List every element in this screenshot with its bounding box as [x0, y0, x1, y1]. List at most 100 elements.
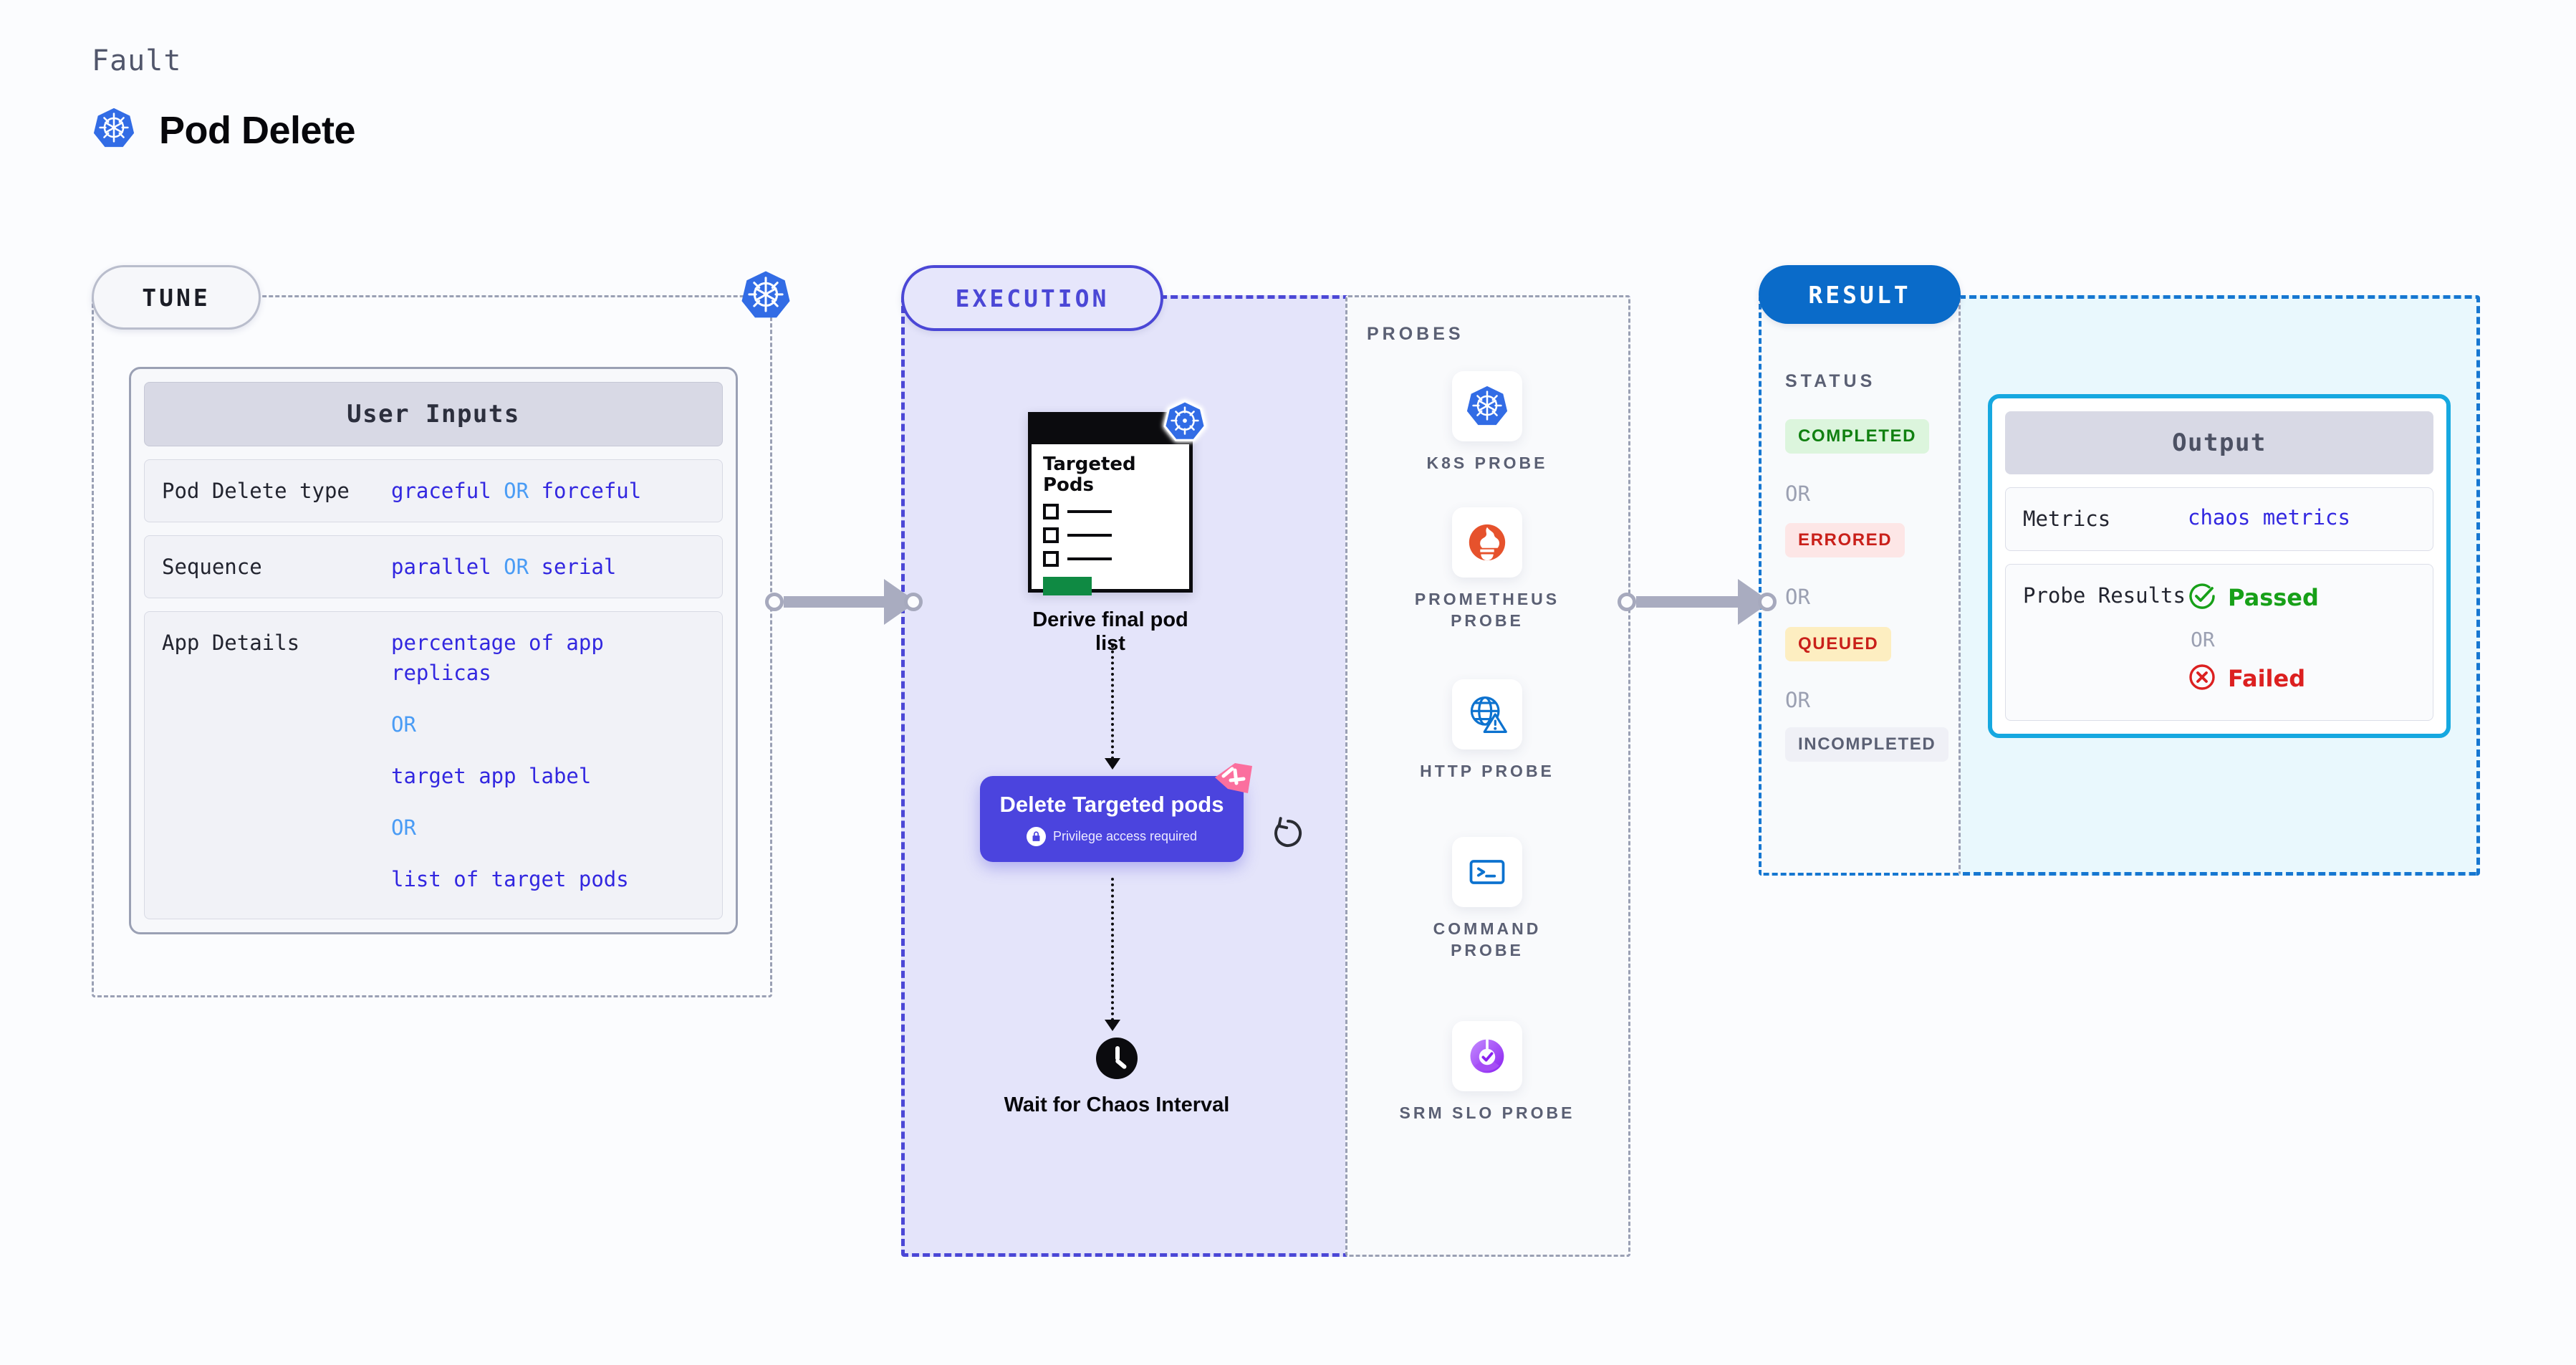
kubernetes-icon	[92, 106, 136, 154]
row-value: Passed OR Failed	[2188, 582, 2319, 694]
status-badge: COMPLETED	[1785, 419, 1930, 454]
list-line	[1067, 557, 1112, 561]
checkbox-icon	[1043, 504, 1059, 520]
probe-item-prometheus[interactable]: PROMETHEUS PROBE	[1394, 507, 1580, 632]
retry-loop-icon	[1272, 817, 1304, 850]
value-option: parallel	[391, 555, 491, 580]
litmus-chaos-icon	[1213, 762, 1254, 798]
row-key: App Details	[162, 631, 300, 656]
delete-node-subtitle-row: Privilege access required	[1026, 826, 1198, 846]
value-separator: OR	[504, 555, 529, 580]
status-badge: QUEUED	[1785, 627, 1892, 661]
value-separator: OR	[391, 815, 416, 840]
execution-section-pill[interactable]: EXECUTION	[901, 265, 1163, 331]
delete-node-title: Delete Targeted pods	[999, 792, 1224, 818]
wait-for-chaos-interval-label: Wait for Chaos Interval	[1004, 1093, 1230, 1116]
kubernetes-icon	[1163, 399, 1207, 444]
probe-item-http[interactable]: HTTP PROBE	[1394, 679, 1580, 782]
clock-hand-hour	[1115, 1058, 1128, 1070]
card-titlebar	[1032, 416, 1189, 444]
list-item	[1043, 527, 1178, 544]
probe-item-command[interactable]: COMMAND PROBE	[1394, 837, 1580, 962]
table-row: Sequence parallel OR serial	[144, 535, 723, 599]
list-line	[1067, 534, 1112, 537]
result-section-pill[interactable]: RESULT	[1759, 265, 1961, 324]
user-inputs-heading: User Inputs	[144, 382, 723, 446]
row-values: graceful OR forceful	[391, 476, 641, 506]
probe-item-srm-slo[interactable]: SRM SLO PROBE	[1394, 1021, 1580, 1124]
srm-slo-donut-icon	[1452, 1021, 1522, 1091]
flow-arrow-head	[1105, 758, 1120, 770]
connector-line	[784, 596, 885, 608]
table-row-metrics: Metrics chaos metrics	[2005, 487, 2433, 552]
row-key: Pod Delete type	[162, 479, 350, 503]
page-header: Fault	[92, 44, 356, 154]
value-option: target app label	[391, 764, 592, 789]
result-status-frame	[1759, 295, 1961, 876]
delete-targeted-pods-node[interactable]: Delete Targeted pods Privilege access re…	[980, 763, 1252, 862]
table-row-probe-results: Probe Results Passed OR	[2005, 564, 2433, 722]
connector-line	[1636, 596, 1739, 608]
row-key: Probe Results	[2023, 583, 2186, 608]
table-row-app-details: App Details percentage of app replicas O…	[144, 611, 723, 920]
output-heading: Output	[2005, 411, 2433, 474]
fault-title-row: Pod Delete	[92, 106, 356, 154]
connector-start-dot	[1618, 593, 1636, 611]
status-badge: ERRORED	[1785, 523, 1905, 557]
table-row: Pod Delete type graceful OR forceful	[144, 459, 723, 523]
row-value: chaos metrics	[2188, 505, 2350, 530]
flow-arrow-head	[1105, 1020, 1120, 1031]
output-card: Output Metrics chaos metrics Probe Resul…	[1988, 394, 2451, 739]
probe-label: COMMAND PROBE	[1433, 919, 1542, 959]
status-separator: OR	[1785, 482, 1810, 506]
delete-node-subtitle: Privilege access required	[1052, 828, 1198, 843]
row-key: Sequence	[162, 555, 262, 580]
fault-kicker: Fault	[92, 44, 182, 77]
list-line	[1067, 510, 1112, 514]
tune-section-pill[interactable]: TUNE	[92, 265, 261, 330]
probe-item-k8s[interactable]: K8S PROBE	[1394, 371, 1580, 474]
page-title: Pod Delete	[159, 108, 356, 152]
status-separator: OR	[1785, 688, 1810, 712]
status-title: STATUS	[1785, 371, 1876, 391]
flow-arrow-line	[1111, 878, 1117, 1021]
x-circle-icon	[2188, 663, 2216, 694]
connector-execution-to-result	[1618, 579, 1777, 625]
clock-icon	[1096, 1038, 1138, 1079]
probe-failed-label: Failed	[2228, 665, 2306, 693]
check-circle-icon	[2188, 582, 2216, 613]
kubernetes-icon	[739, 269, 792, 322]
derive-pod-list-label: Derive final pod list	[1032, 608, 1188, 655]
derive-pod-list-node: Targeted Pods Derive final pod list	[1028, 400, 1206, 656]
terminal-icon	[1452, 837, 1522, 907]
connector-end-dot	[1758, 593, 1777, 611]
user-inputs-card: User Inputs Pod Delete type graceful OR …	[129, 367, 738, 935]
value-option: list of target pods	[391, 867, 629, 892]
prometheus-icon	[1452, 507, 1522, 578]
targeted-pods-title: Targeted Pods	[1043, 454, 1136, 497]
row-values: parallel OR serial	[391, 552, 616, 582]
probe-result-failed: Failed	[2188, 663, 2319, 694]
probe-label: PROMETHEUS PROBE	[1414, 590, 1560, 630]
connector-end-dot	[904, 593, 923, 611]
probe-label: SRM SLO PROBE	[1399, 1103, 1575, 1122]
checkbox-icon	[1043, 551, 1059, 567]
value-option: serial	[541, 555, 617, 580]
probes-title: PROBES	[1367, 324, 1464, 344]
status-separator: OR	[1785, 585, 1810, 609]
progress-bar	[1043, 577, 1092, 596]
card-body: Targeted Pods	[1032, 444, 1189, 596]
connector-start-dot	[765, 593, 784, 611]
value-separator: OR	[504, 479, 529, 503]
kubernetes-icon	[1452, 371, 1522, 441]
http-globe-warning-icon	[1452, 679, 1522, 749]
probes-section-frame	[1345, 295, 1630, 1257]
clock-hand-minute	[1115, 1046, 1120, 1060]
targeted-pods-card: Targeted Pods	[1028, 400, 1206, 596]
row-values: percentage of app replicas OR target app…	[391, 628, 663, 894]
lock-icon	[1026, 826, 1046, 846]
flow-arrow-line	[1111, 645, 1117, 760]
probe-result-separator: OR	[2191, 628, 2215, 652]
probe-label: HTTP PROBE	[1420, 762, 1554, 780]
value-option: percentage of app replicas	[391, 631, 604, 686]
